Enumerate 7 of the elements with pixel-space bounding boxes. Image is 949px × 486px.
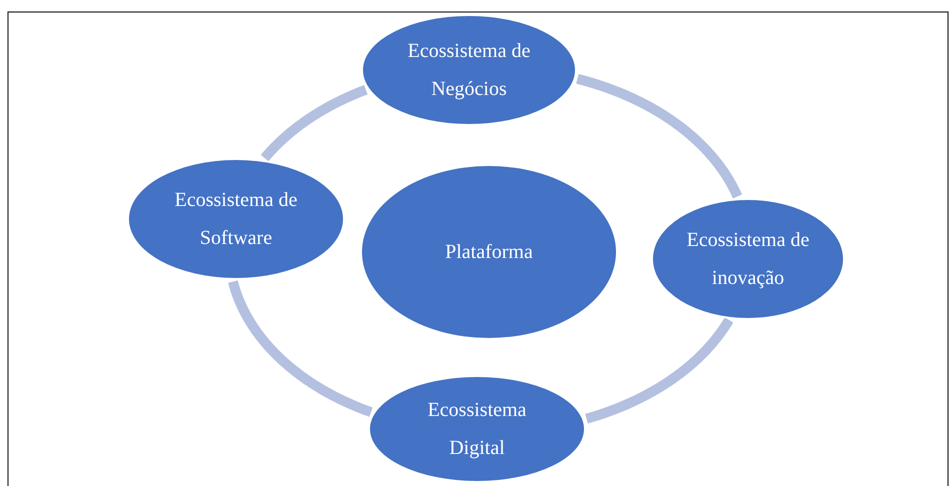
connector-arc — [228, 278, 374, 417]
node-label: Ecossistema de Negócios — [406, 39, 532, 102]
node-label: Ecossistema Digital — [426, 398, 528, 461]
node-label: Plataforma — [445, 240, 533, 265]
node-label: Ecossistema de Software — [174, 188, 298, 251]
node-label: Ecossistema de inovação — [686, 228, 810, 291]
connector-arc — [574, 74, 742, 200]
